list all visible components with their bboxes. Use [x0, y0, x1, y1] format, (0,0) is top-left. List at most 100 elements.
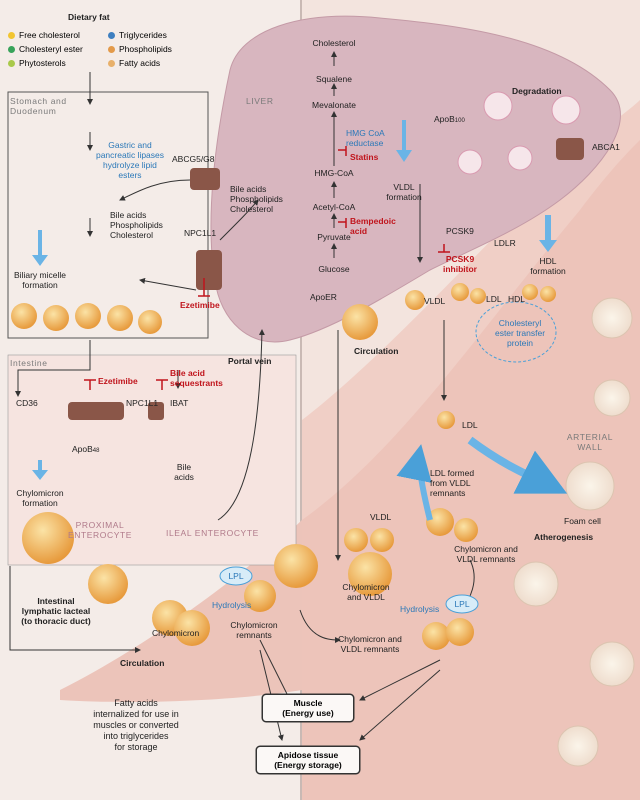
legend-item: Triglycerides [108, 30, 167, 40]
portal-vein-label: Portal vein [228, 356, 272, 366]
lacteal-label: Intestinal lymphatic lacteal (to thoraci… [21, 596, 91, 626]
pathway-step: Squalene [316, 74, 352, 84]
ldl-wall-label: LDL [462, 420, 478, 430]
micelle-group [11, 303, 162, 334]
foam-cell-label: Foam cell [564, 516, 601, 526]
chylomicron-remnants-label: Chylomicron remnants [230, 620, 278, 640]
hdl-formation-label: HDL formation [530, 256, 566, 276]
arterial-wall-label: ARTERIAL WALL [566, 432, 614, 452]
remnant-particle [422, 622, 450, 650]
free-cholesterol-icon [8, 31, 15, 39]
lpl-enzyme-2 [445, 594, 479, 614]
lpl-label-2: LPL [454, 599, 470, 609]
phospholipids-icon [108, 45, 115, 53]
bile-out-label: Bile acids Phospholipids Cholesterol [230, 184, 283, 214]
legend-item: Phospholipids [108, 44, 172, 54]
apoer-label: ApoER [310, 292, 337, 302]
intestine-label: Intestine [10, 358, 48, 368]
npc1l1-transporter [196, 250, 222, 290]
chylomicron-formation-label: Chylomicron formation [16, 488, 64, 508]
legend-item-label: Triglycerides [119, 30, 167, 40]
legend-item: Fatty acids [108, 58, 160, 68]
apob100-label: ApoB100 [434, 114, 465, 124]
chylomicron-vldl-particle [348, 552, 392, 596]
micelle-label: Biliary micelle formation [14, 270, 66, 290]
ezetimibe-liver-label: Ezetimibe [180, 300, 220, 310]
npc1l1-intestine-transporter [68, 402, 124, 420]
foam-cell [513, 561, 559, 607]
legend-item-label: Cholesteryl ester [19, 44, 83, 54]
ldl-particle [437, 411, 455, 429]
chylo-vldl-remnants-label: Chylomicron and VLDL remnants [454, 544, 518, 564]
lpl-enzyme-1 [219, 566, 253, 586]
liver-label: LIVER [246, 96, 274, 106]
foam-cell [591, 297, 633, 339]
endosome [457, 149, 483, 175]
muscle-box: Muscle (Energy use) [262, 694, 354, 722]
cd36-label: CD36 [16, 398, 38, 408]
legend-item: Free cholesterol [8, 30, 80, 40]
hdl-particle [540, 286, 556, 302]
hdl-particle [522, 284, 538, 300]
chylomicron-particle [22, 512, 74, 564]
proximal-enterocyte-label: PROXIMAL ENTEROCYTE [67, 520, 133, 540]
ldl-particle [470, 288, 486, 304]
vessel-lumen [302, 140, 640, 800]
degradation-label: Degradation [512, 86, 562, 96]
remnant-particle [454, 518, 478, 542]
legend-title: Dietary fat [68, 12, 110, 22]
pathway-step: Mevalonate [312, 100, 356, 110]
vldl-lower-label: VLDL [370, 512, 392, 522]
legend-item-label: Fatty acids [119, 58, 161, 68]
blue-flow-arrows [32, 120, 568, 521]
vldl-particle [342, 304, 378, 340]
lysosome [551, 95, 581, 125]
abcg5-g8-transporter [190, 168, 220, 190]
npc1l1-label: NPC1L1 [184, 228, 217, 238]
chylo-vldl-label: Chylomicron and VLDL [342, 582, 390, 602]
phytosterols-icon [8, 59, 15, 67]
chylomicron-particle [174, 610, 210, 646]
legend-item-label: Free cholesterol [19, 30, 80, 40]
ileal-enterocyte-label: ILEAL ENTEROCYTE [166, 528, 259, 538]
triglycerides-icon [108, 31, 115, 39]
hydrolysis-label-1: Hydrolysis [212, 600, 252, 610]
pathway-step: Cholesterol [312, 38, 356, 48]
foam-cell [557, 725, 599, 767]
pathway-step: Acetyl-CoA [312, 202, 356, 212]
bempedoic-acid-label: Bempedoic acid [350, 216, 396, 236]
ldl-formed-label: LDL formed from VLDL remnants [430, 468, 475, 498]
chylomicron-label: Chylomicron [152, 628, 200, 638]
circulation-label: Circulation [354, 346, 399, 356]
hdl-label: HDL [508, 294, 526, 304]
abca1-label: ABCA1 [592, 142, 620, 152]
remnant-particle [446, 618, 474, 646]
cholesteryl-ester-icon [8, 45, 15, 53]
vldl-particle [344, 528, 368, 552]
pcsk9-label: PCSK9 [446, 226, 474, 236]
pcsk9-inhibitor-label: PCSK9 inhibitor [443, 254, 477, 274]
foam-cell [593, 379, 631, 417]
ldl-label: LDL [486, 294, 502, 304]
lipase-label: Gastric and pancreatic lipases hydrolyze… [95, 140, 165, 180]
ezetimibe-intestine-label: Ezetimibe [98, 376, 138, 386]
atherogenesis-label: Atherogenesis [534, 532, 594, 542]
ldl-particle [451, 283, 469, 301]
endosome [507, 145, 533, 171]
ibat-label: IBAT [170, 398, 189, 408]
bile-components-label: Bile acids Phospholipids Cholesterol [110, 210, 163, 240]
hydrolysis-label-2: Hydrolysis [400, 604, 440, 614]
lower-vessel [60, 520, 302, 702]
stomach-box [7, 91, 209, 339]
bile-sequestrant-label: Bile acid sequestrants [170, 368, 223, 388]
vldl-formation-label: VLDL formation [386, 182, 422, 202]
ldlr-label: LDLR [494, 238, 516, 248]
vldl-particle [370, 528, 394, 552]
cetp-label: Cholesteryl ester transfer protein [494, 318, 546, 348]
remnant-particle [426, 508, 454, 536]
fatty-acid-fate-label: Fatty acids internalized for use in musc… [93, 698, 179, 752]
foam-cell [565, 461, 615, 511]
chylomicron-remnant [244, 580, 276, 612]
